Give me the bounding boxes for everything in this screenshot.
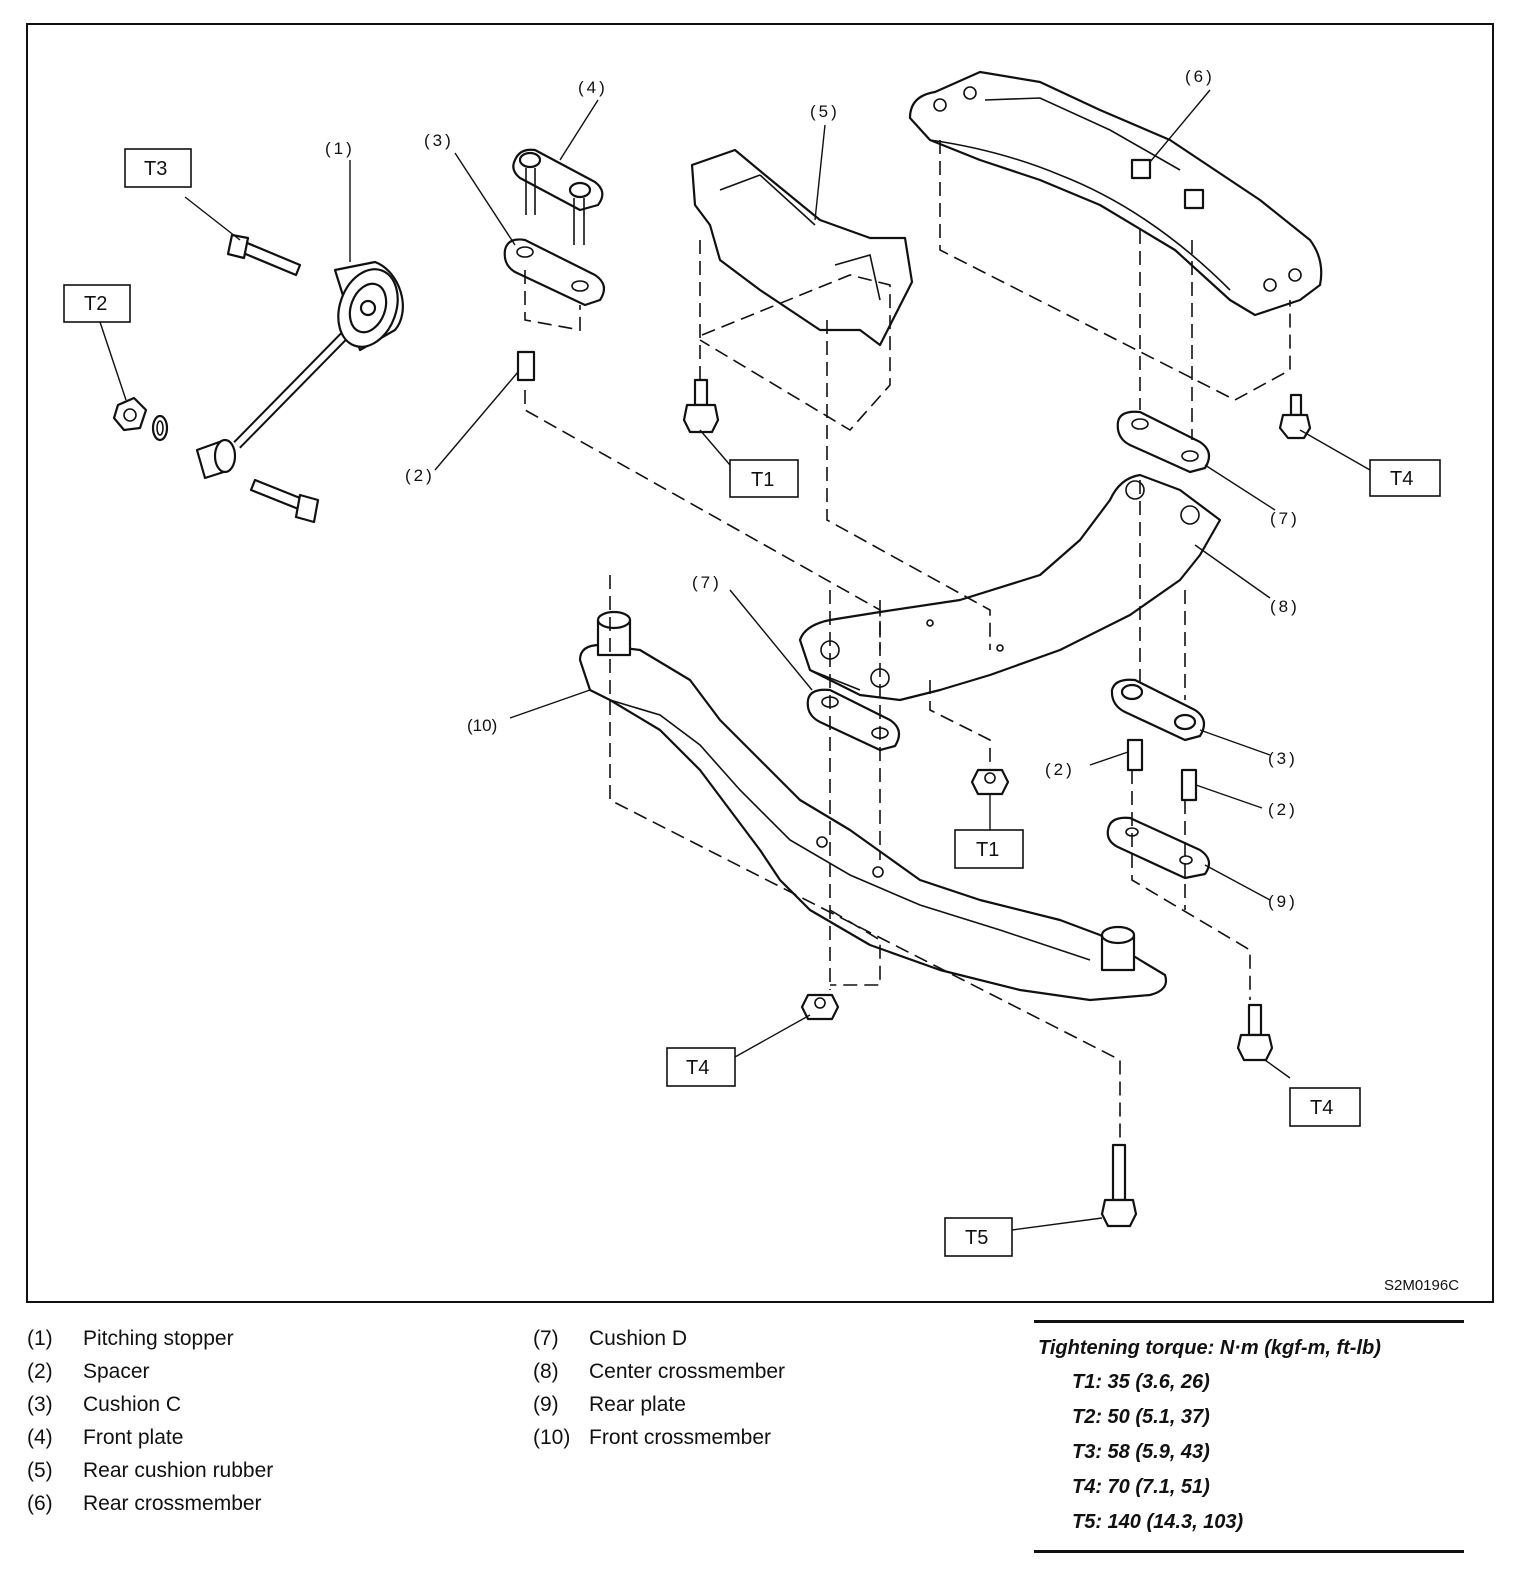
callout-3-upper: (3) xyxy=(424,131,454,150)
svg-text:T5: T5 xyxy=(965,1227,988,1249)
legend-item: (10) Front crossmember xyxy=(533,1421,785,1454)
svg-text:T4: T4 xyxy=(1390,468,1413,490)
legend-item: (7) Cushion D xyxy=(533,1322,785,1355)
callout-7-lower: (7) xyxy=(692,573,722,592)
callout-4: (4) xyxy=(578,78,608,97)
front-crossmember xyxy=(578,610,1168,1002)
cushion-d-upper xyxy=(1116,410,1211,474)
callout-1: (1) xyxy=(325,139,355,158)
rear-crossmember xyxy=(908,70,1323,317)
legend-name: Rear cushion rubber xyxy=(83,1459,274,1482)
rear-plate xyxy=(1106,816,1211,880)
torque-tag-t4-lower-left: T4 xyxy=(666,1047,736,1087)
callout-7-upper: (7) xyxy=(1270,509,1300,528)
cushion-c-lower xyxy=(1110,678,1206,742)
nut-t4-lower-left xyxy=(800,993,840,1021)
legend-item: (8) Center crossmember xyxy=(533,1355,785,1388)
torque-tag-t1-upper: T1 xyxy=(729,459,799,498)
torque-tag-t2: T2 xyxy=(63,284,131,323)
legend-number: (2) xyxy=(27,1360,53,1383)
figure-code: S2M0196C xyxy=(1384,1277,1459,1294)
legend-item: (5) Rear cushion rubber xyxy=(27,1454,273,1487)
center-crossmember xyxy=(798,473,1222,702)
leader-lines xyxy=(99,89,1371,1231)
callout-2-upper: (2) xyxy=(405,466,435,485)
svg-text:T1: T1 xyxy=(976,839,999,861)
legend-name: Cushion D xyxy=(589,1327,688,1350)
callout-3-lower: (3) xyxy=(1268,749,1298,768)
torque-spec: T3: 58 (5.9, 43) xyxy=(1072,1441,1210,1463)
svg-text:T4: T4 xyxy=(686,1057,709,1079)
pitching-stopper xyxy=(112,233,404,524)
legend-name: Rear plate xyxy=(589,1393,686,1416)
exploded-diagram: (1) (3) (4) (5) (6) (2) (7) (8) (7) (10)… xyxy=(26,23,1494,1303)
legend-item: (9) Rear plate xyxy=(533,1388,785,1421)
torque-tag-t1-lower: T1 xyxy=(954,829,1024,869)
torque-spec: T1: 35 (3.6, 26) xyxy=(1072,1371,1210,1393)
torque-tag-t4-lower-right: T4 xyxy=(1289,1087,1361,1127)
legend-column-1: (1) Pitching stopper (2) Spacer (3) Cushion… xyxy=(27,1322,273,1520)
legend-number: (5) xyxy=(27,1459,53,1482)
legend-number: (9) xyxy=(533,1393,559,1416)
legend-name: Spacer xyxy=(83,1360,150,1383)
bolt-t4-upper-right xyxy=(1278,393,1312,440)
legend-name: Center crossmember xyxy=(589,1360,786,1383)
nut-t1-lower xyxy=(970,768,1010,796)
callout-8: (8) xyxy=(1270,597,1300,616)
svg-text:T3: T3 xyxy=(144,158,167,180)
svg-text:T2: T2 xyxy=(84,293,107,315)
callout-10: (10) xyxy=(467,716,497,735)
spacer-mid-right xyxy=(1180,768,1198,802)
legend-item: (4) Front plate xyxy=(27,1421,273,1454)
legend-item: (2) Spacer xyxy=(27,1355,273,1388)
callout-5: (5) xyxy=(810,102,840,121)
rear-cushion-rubber xyxy=(690,148,914,347)
legend-name: Front crossmember xyxy=(589,1426,772,1449)
torque-tag-t4-upper-right: T4 xyxy=(1369,459,1441,497)
callout-2-right: (2) xyxy=(1268,800,1298,819)
callout-2-mid: (2) xyxy=(1045,760,1075,779)
legend-name: Cushion C xyxy=(83,1393,182,1416)
legend-number: (8) xyxy=(533,1360,559,1383)
bolt-t4-lower-right xyxy=(1236,1003,1274,1062)
legend-column-2: (7) Cushion D (8) Center crossmember (9) Re… xyxy=(533,1322,785,1454)
bolt-t1-upper xyxy=(682,378,720,434)
spacer-mid-left xyxy=(1126,738,1144,772)
legend-name: Rear crossmember xyxy=(83,1492,262,1515)
legend-item: (1) Pitching stopper xyxy=(27,1322,273,1355)
legend-number: (4) xyxy=(27,1426,53,1449)
torque-spec: T4: 70 (7.1, 51) xyxy=(1072,1476,1210,1498)
legend-item: (6) Rear crossmember xyxy=(27,1487,273,1520)
legend-number: (1) xyxy=(27,1327,53,1350)
svg-text:T4: T4 xyxy=(1310,1097,1333,1119)
svg-text:T1: T1 xyxy=(751,469,774,491)
callout-6: (6) xyxy=(1185,67,1215,86)
torque-heading: Tightening torque: N·m (kgf-m, ft-lb) xyxy=(1038,1337,1381,1359)
torque-spec: T5: 140 (14.3, 103) xyxy=(1072,1511,1244,1533)
legend-number: (10) xyxy=(533,1426,571,1449)
legend-number: (7) xyxy=(533,1327,559,1350)
legend-name: Pitching stopper xyxy=(83,1327,234,1350)
torque-tag-t5: T5 xyxy=(944,1217,1013,1257)
front-plate xyxy=(512,148,604,245)
legend-number: (6) xyxy=(27,1492,53,1515)
legend-name: Front plate xyxy=(83,1426,184,1449)
torque-spec-table: Tightening torque: N·m (kgf-m, ft-lb) T1… xyxy=(1034,1320,1464,1553)
legend-number: (3) xyxy=(27,1393,53,1416)
cushion-c-upper xyxy=(503,238,606,331)
diagram-frame xyxy=(26,23,1494,1303)
bolt-t5 xyxy=(1100,1143,1138,1228)
assembly-lines xyxy=(524,140,1291,1140)
torque-tag-t3: T3 xyxy=(124,148,192,188)
legend-item: (3) Cushion C xyxy=(27,1388,273,1421)
spacer-upper xyxy=(516,350,536,382)
callout-9: (9) xyxy=(1268,892,1298,911)
torque-spec: T2: 50 (5.1, 37) xyxy=(1072,1406,1210,1428)
